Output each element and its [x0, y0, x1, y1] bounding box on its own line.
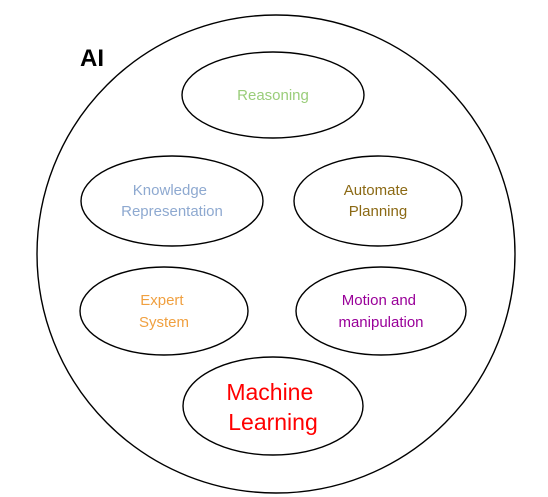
expert-label-line-2: System — [139, 314, 189, 331]
motion-label: Motion and manipulation — [338, 292, 423, 331]
motion-ellipse — [295, 266, 467, 356]
planning-label-line-2: Planning — [349, 203, 407, 220]
node-motion-manipulation: Motion and manipulation — [295, 266, 467, 356]
node-expert-system: Expert System — [79, 266, 249, 356]
knowledge-label-line-1: Knowledge — [133, 182, 207, 199]
planning-ellipse — [293, 155, 463, 247]
node-reasoning: Reasoning — [181, 51, 365, 139]
knowledge-label: Knowledge Representation — [121, 182, 223, 220]
motion-label-line-1: Motion and — [342, 292, 416, 309]
knowledge-label-line-2: Representation — [121, 203, 223, 220]
node-machine-learning: Machine Learning — [182, 356, 364, 456]
motion-label-line-2: manipulation — [338, 314, 423, 331]
node-knowledge-representation: Knowledge Representation — [80, 155, 264, 247]
planning-label-line-1: Automate — [344, 182, 408, 199]
planning-label: Automate Planning — [344, 182, 412, 220]
expert-label-line-1: Expert — [140, 292, 184, 309]
ml-label-line-2: Learning — [228, 409, 318, 435]
ai-outer-circle — [36, 14, 516, 494]
ai-title: AI — [80, 45, 104, 72]
knowledge-ellipse — [80, 155, 264, 247]
ml-ellipse — [182, 356, 364, 456]
node-automate-planning: Automate Planning — [293, 155, 463, 247]
ml-label-line-1: Machine — [226, 379, 313, 405]
reasoning-ellipse — [181, 51, 365, 139]
reasoning-label: Reasoning — [237, 87, 309, 104]
expert-ellipse — [79, 266, 249, 356]
expert-label: Expert System — [139, 292, 189, 331]
ml-label: Machine Learning — [226, 379, 319, 435]
reasoning-label-line-1: Reasoning — [237, 87, 309, 104]
